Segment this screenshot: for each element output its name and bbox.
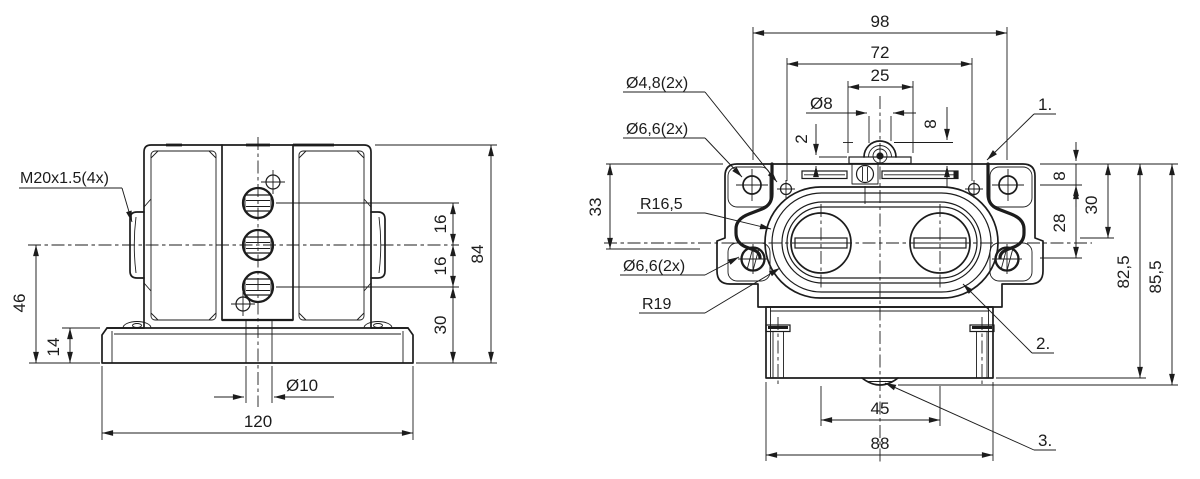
pilot-hole	[261, 170, 285, 194]
vent-slot	[881, 170, 959, 180]
tower-face	[150, 150, 217, 321]
thread-label: M20x1.5(4x)	[20, 170, 109, 187]
corner-hole	[992, 169, 1024, 201]
dim-28: 28	[1050, 214, 1069, 233]
dim-72: 72	[871, 43, 890, 62]
top-rib	[166, 143, 182, 147]
dim-98: 98	[871, 12, 890, 31]
dim-14: 14	[44, 338, 63, 357]
dim-46: 46	[10, 294, 29, 313]
dim-30: 30	[1082, 196, 1101, 215]
dim-hole-diameter: Ø10	[286, 376, 318, 395]
front-view-dimensions: 46 14 16 16 30 84 Ø10 120	[10, 144, 497, 440]
dim-dia8: Ø8	[810, 94, 833, 113]
small-hole	[777, 180, 795, 198]
obround-ring-outer	[764, 186, 999, 299]
dim-82-5: 82,5	[1114, 255, 1133, 288]
pilot-hole	[231, 292, 255, 316]
dim-8-right: 8	[1050, 171, 1069, 180]
obround-ring	[781, 201, 982, 284]
corner-pocket	[727, 166, 771, 208]
base-block	[765, 306, 995, 386]
label-dia66-top: Ø6,6(2x)	[626, 121, 688, 138]
note-2: 2.	[1036, 334, 1050, 353]
label-r165: R16,5	[640, 196, 683, 213]
dim-88: 88	[871, 434, 890, 453]
dim-45: 45	[871, 399, 890, 418]
label-dia48: Ø4,8(2x)	[626, 75, 688, 92]
base-flange	[101, 321, 414, 364]
dim-8-height: 8	[921, 119, 940, 128]
dim-120: 120	[244, 412, 272, 431]
clamp-screw-left	[765, 317, 791, 386]
vent-slot	[801, 170, 848, 180]
dim-25: 25	[871, 66, 890, 85]
slotted-screw	[738, 244, 768, 274]
retaining-clip	[986, 162, 1026, 260]
slotted-screw	[992, 244, 1022, 274]
note-3: 3.	[1038, 431, 1052, 450]
obround-ring	[771, 192, 992, 293]
front-view: 46 14 16 16 30 84 Ø10 120	[10, 137, 497, 440]
corner-pocket	[989, 166, 1033, 208]
corner-hole	[736, 169, 768, 201]
dim-85-5: 85,5	[1146, 260, 1165, 293]
label-r19: R19	[642, 296, 671, 313]
dim-84: 84	[468, 245, 487, 264]
tower-face	[298, 150, 365, 321]
clamp-screw-right	[969, 317, 995, 386]
top-view: 98 72 25 Ø8 2 8	[586, 12, 1178, 465]
dim-16b: 16	[431, 257, 450, 276]
retaining-clip	[734, 162, 774, 260]
dim-2: 2	[792, 134, 811, 143]
flange-plate-outline	[716, 163, 1044, 308]
dim-33: 33	[586, 198, 605, 217]
small-hole	[965, 180, 983, 198]
dim-16a: 16	[431, 215, 450, 234]
top-rib	[293, 143, 334, 147]
label-dia66-bottom: Ø6,6(2x)	[623, 258, 685, 275]
dim-30: 30	[431, 316, 450, 335]
cover-screw-pad	[851, 163, 879, 204]
top-view-dimensions: 98 72 25 Ø8 2 8	[586, 12, 1178, 461]
note-1: 1.	[1038, 95, 1052, 114]
obround-ring-inner	[786, 206, 978, 279]
corner-chamfer-ticks	[143, 150, 372, 321]
